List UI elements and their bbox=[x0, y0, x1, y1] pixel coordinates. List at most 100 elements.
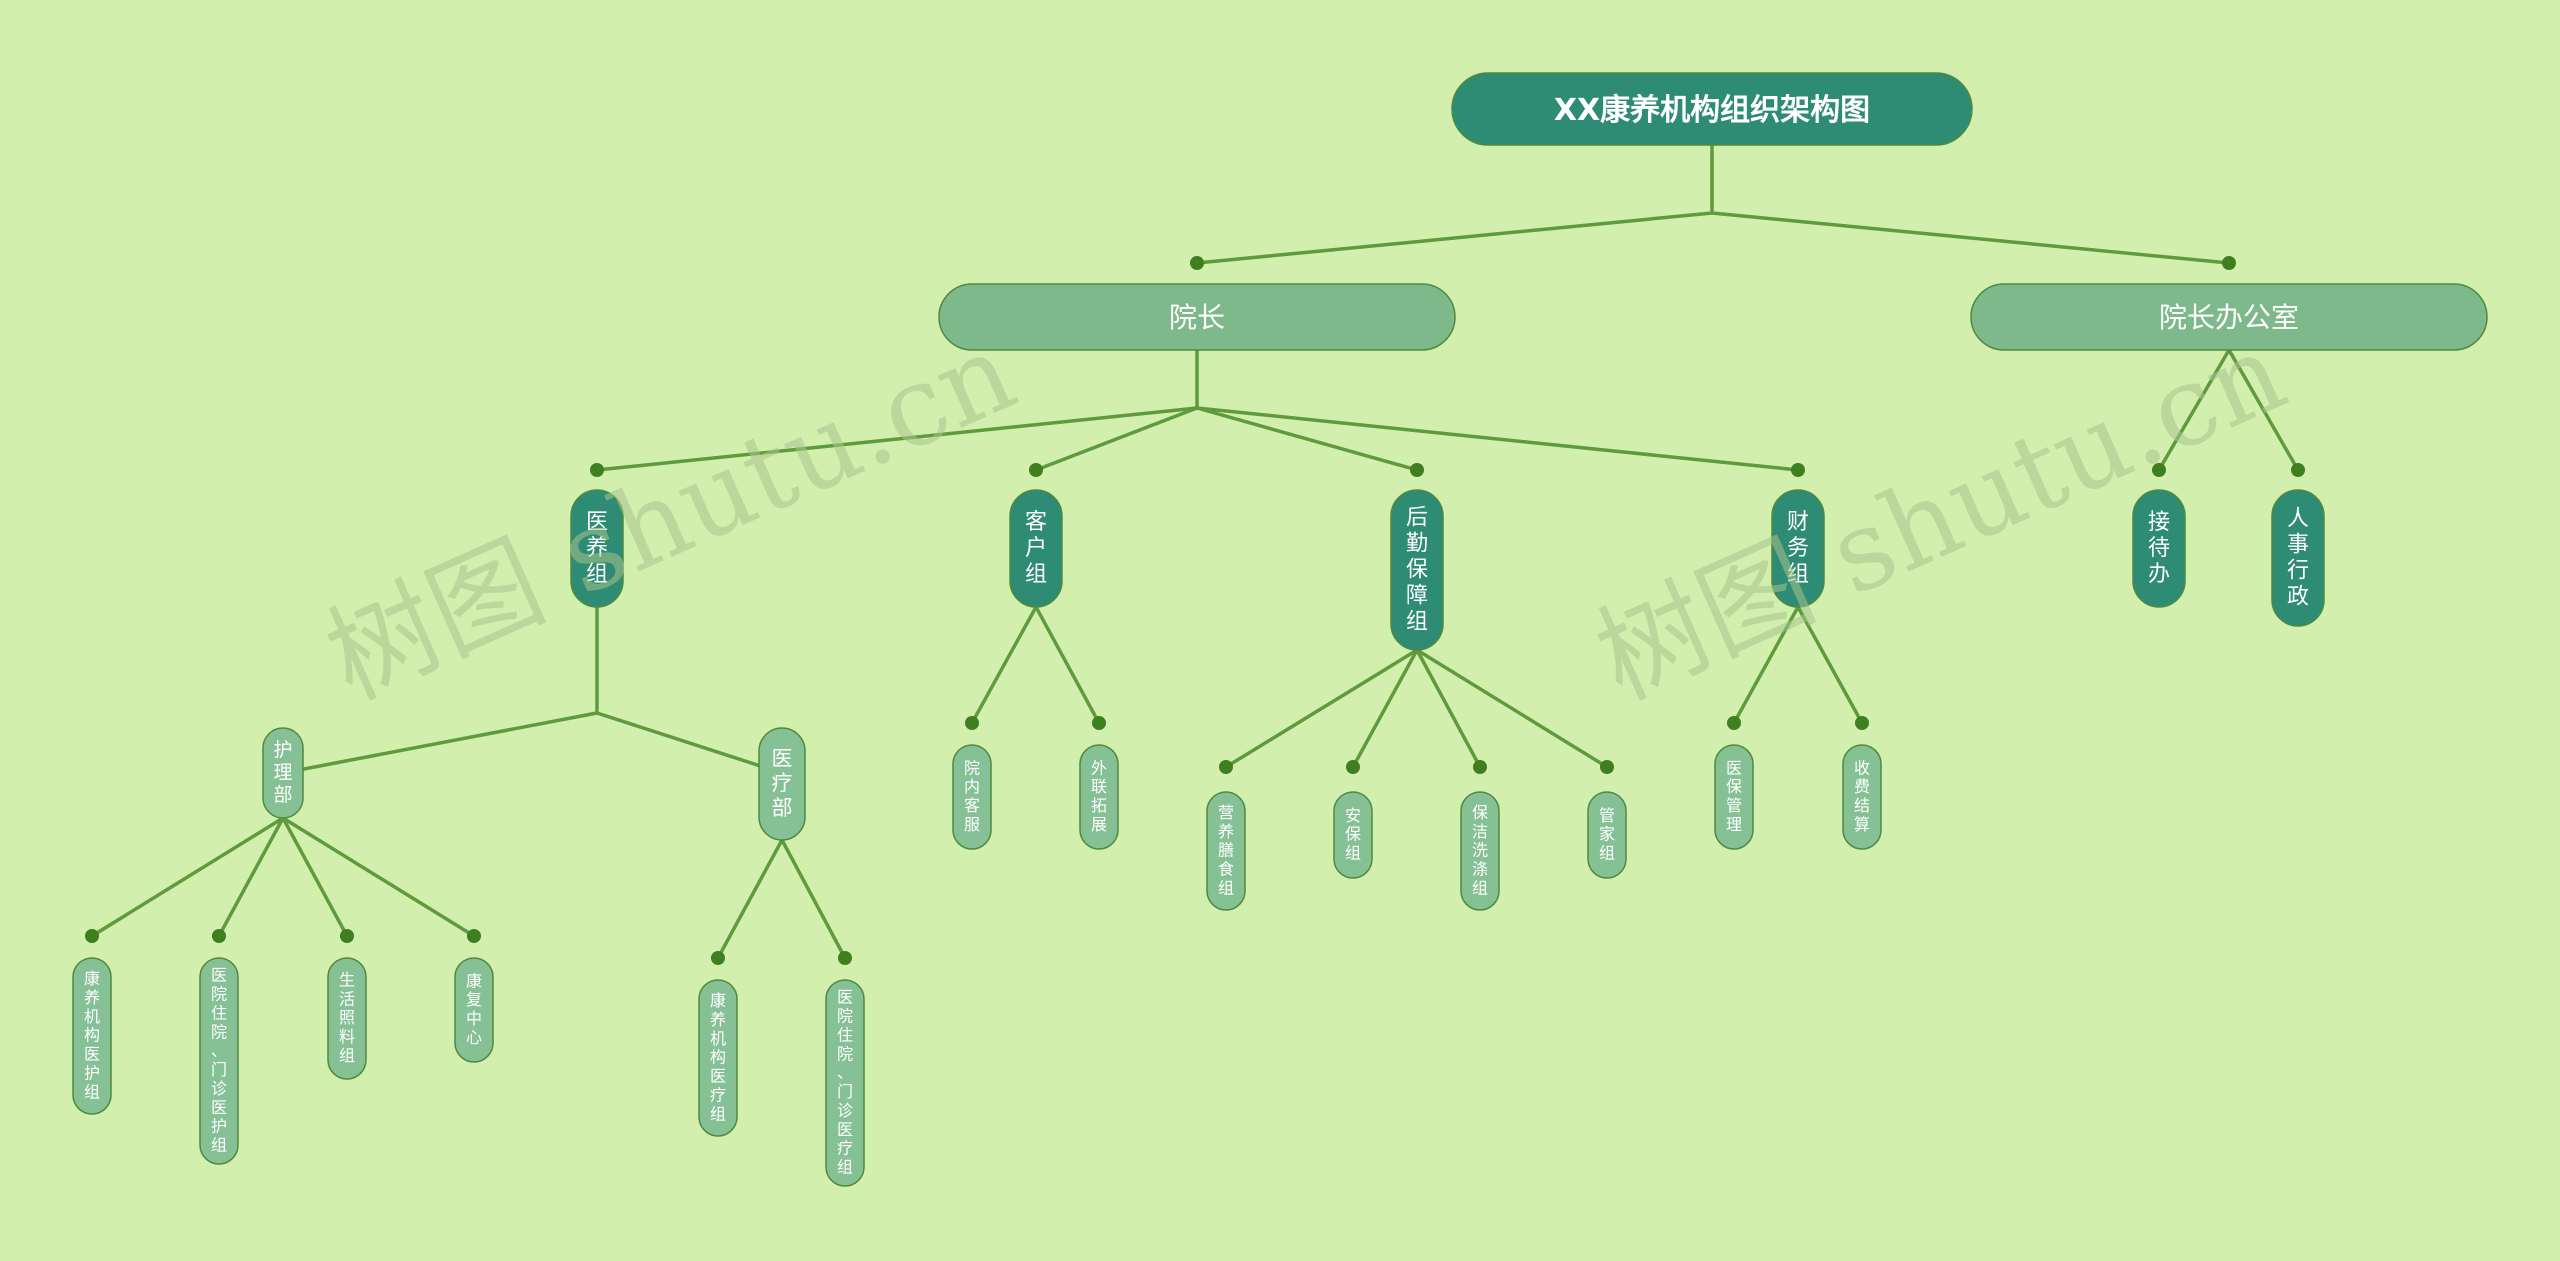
connector-branch bbox=[90, 816, 285, 938]
node-box bbox=[1079, 744, 1119, 850]
connector-dot bbox=[2291, 463, 2305, 477]
connector-branch bbox=[281, 711, 599, 775]
node-box bbox=[262, 727, 304, 819]
node-box bbox=[327, 957, 367, 1080]
node-box bbox=[1460, 791, 1500, 911]
node-box bbox=[825, 979, 865, 1187]
connector-dot bbox=[1791, 463, 1805, 477]
connector-dot bbox=[1190, 256, 1204, 270]
connector-dot bbox=[1219, 760, 1233, 774]
node-huli1[interactable]: 康养机构医护组 bbox=[72, 957, 112, 1115]
watermark-text: 树图 shutu.cn bbox=[309, 308, 1033, 724]
node-label: 医养组 bbox=[586, 510, 608, 587]
node-box bbox=[1206, 791, 1246, 911]
connector-dot bbox=[1473, 760, 1487, 774]
connector-dot bbox=[85, 929, 99, 943]
connector-dot bbox=[2152, 463, 2166, 477]
node-huli4[interactable]: 康复中心 bbox=[454, 957, 494, 1063]
connector-branch bbox=[2227, 348, 2300, 472]
node-houqin4[interactable]: 管家组 bbox=[1587, 791, 1627, 879]
node-huli3[interactable]: 生活照料组 bbox=[327, 957, 367, 1080]
node-box bbox=[2132, 489, 2186, 608]
node-box bbox=[698, 979, 738, 1137]
node-label: 生活照料组 bbox=[339, 970, 355, 1065]
node-houqin2[interactable]: 安保组 bbox=[1333, 791, 1373, 879]
node-label: XX康养机构组织架构图 bbox=[1554, 93, 1870, 128]
node-jiedai[interactable]: 接待办 bbox=[2132, 489, 2186, 608]
node-label: 后勤保障组 bbox=[1406, 505, 1428, 634]
node-label: 康养机构医护组 bbox=[84, 969, 100, 1101]
node-label: 院内客服 bbox=[964, 758, 980, 834]
node-yiyang[interactable]: 医养组 bbox=[570, 489, 624, 608]
connector-branch bbox=[281, 816, 476, 938]
connector-branch bbox=[2157, 348, 2231, 472]
node-label: 客户组 bbox=[1025, 510, 1047, 587]
connector-branch bbox=[1195, 211, 1714, 265]
node-box bbox=[2271, 489, 2325, 627]
connector-branch bbox=[970, 605, 1038, 725]
connector-dot bbox=[838, 951, 852, 965]
connector-branch bbox=[1195, 406, 1419, 472]
node-renshi[interactable]: 人事行政 bbox=[2271, 489, 2325, 627]
node-label: 护理部 bbox=[273, 739, 292, 806]
connector-branch bbox=[1710, 211, 2231, 265]
node-box bbox=[938, 283, 1456, 351]
node-label: 安保组 bbox=[1345, 806, 1361, 863]
node-box bbox=[1714, 744, 1754, 850]
node-label: 院长 bbox=[1169, 301, 1225, 334]
connector-branch bbox=[1195, 406, 1800, 472]
node-box bbox=[1587, 791, 1627, 879]
connector-dot bbox=[2222, 256, 2236, 270]
connector-branch bbox=[1415, 648, 1482, 769]
connector-dot bbox=[1346, 760, 1360, 774]
connector-branch bbox=[217, 816, 285, 938]
node-kehu1[interactable]: 院内客服 bbox=[952, 744, 992, 850]
connector-dot bbox=[467, 929, 481, 943]
node-label: 人事行政 bbox=[2287, 506, 2309, 609]
connector-dot bbox=[1727, 716, 1741, 730]
node-box bbox=[758, 727, 806, 841]
node-box bbox=[1970, 283, 2488, 351]
node-box bbox=[1451, 72, 1973, 146]
node-houqin3[interactable]: 保洁洗涤组 bbox=[1460, 791, 1500, 911]
node-kehu[interactable]: 客户组 bbox=[1009, 489, 1063, 608]
node-box bbox=[1842, 744, 1882, 850]
node-huli2[interactable]: 医院住院、门诊医护组 bbox=[199, 957, 239, 1165]
connector-dot bbox=[711, 951, 725, 965]
node-caiwu[interactable]: 财务组 bbox=[1771, 489, 1825, 608]
node-label: 医院住院、门诊医护组 bbox=[211, 966, 227, 1155]
node-bangongshi[interactable]: 院长办公室 bbox=[1970, 283, 2488, 351]
node-yuanzhang[interactable]: 院长 bbox=[938, 283, 1456, 351]
node-box bbox=[72, 957, 112, 1115]
connector-branch bbox=[595, 406, 1199, 472]
node-huli[interactable]: 护理部 bbox=[262, 727, 304, 819]
node-yiliao1[interactable]: 康养机构医疗组 bbox=[698, 979, 738, 1137]
connector-branch bbox=[716, 838, 784, 960]
connector-branch bbox=[1351, 648, 1419, 769]
connector-branch bbox=[281, 816, 349, 938]
connector-dot bbox=[1092, 716, 1106, 730]
connector-lines bbox=[90, 143, 2300, 960]
node-label: 院长办公室 bbox=[2159, 301, 2299, 334]
connector-branch bbox=[1796, 605, 1864, 725]
connector-dot bbox=[1600, 760, 1614, 774]
node-yiliao2[interactable]: 医院住院、门诊医疗组 bbox=[825, 979, 865, 1187]
watermark-text: 树图 shutu.cn bbox=[1579, 308, 2303, 724]
node-box bbox=[454, 957, 494, 1063]
node-label: 财务组 bbox=[1787, 510, 1809, 587]
connector-branch bbox=[1415, 648, 1609, 769]
connector-branch bbox=[780, 838, 847, 960]
node-label: 保洁洗涤组 bbox=[1472, 803, 1488, 898]
node-label: 接待办 bbox=[2148, 510, 2170, 587]
node-yiliao[interactable]: 医疗部 bbox=[758, 727, 806, 841]
node-kehu2[interactable]: 外联拓展 bbox=[1079, 744, 1119, 850]
node-label: 医院住院、门诊医疗组 bbox=[837, 988, 853, 1177]
node-root[interactable]: XX康养机构组织架构图 bbox=[1451, 72, 1973, 146]
node-houqin1[interactable]: 营养膳食组 bbox=[1206, 791, 1246, 911]
connector-dot bbox=[1410, 463, 1424, 477]
node-caiwu1[interactable]: 医保管理 bbox=[1714, 744, 1754, 850]
connector-dot bbox=[1855, 716, 1869, 730]
connector-branch bbox=[1034, 406, 1199, 472]
node-caiwu2[interactable]: 收费结算 bbox=[1842, 744, 1882, 850]
node-houqin[interactable]: 后勤保障组 bbox=[1390, 489, 1444, 651]
